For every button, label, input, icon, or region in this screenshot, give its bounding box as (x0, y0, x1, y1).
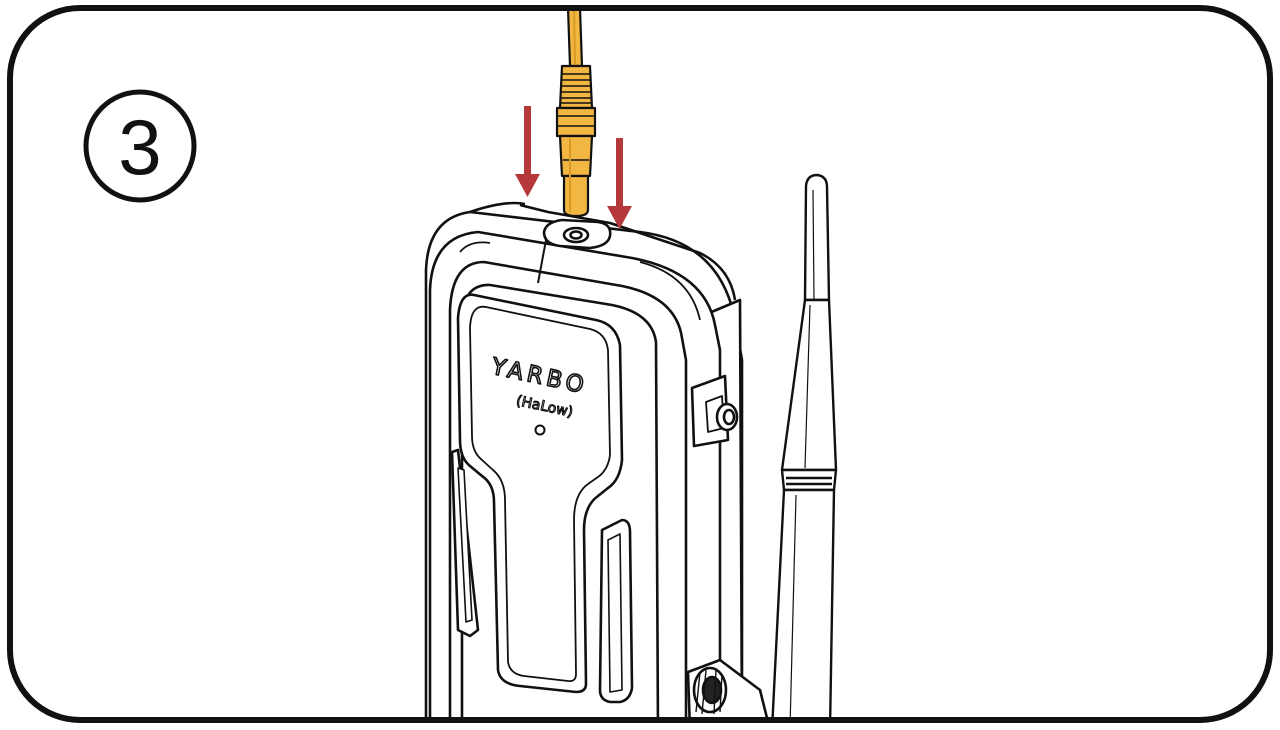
right-side-slot (598, 518, 634, 704)
cable-connector-tip (562, 174, 590, 218)
halow-device: YARBO (HaLow) (424, 201, 772, 720)
status-led (534, 424, 546, 436)
antenna (770, 173, 838, 720)
step-number-circle (83, 89, 197, 203)
cable-connector-collar (555, 106, 597, 138)
insert-arrows (515, 106, 632, 229)
down-arrow-left (515, 106, 540, 197)
panel-frame (7, 5, 1273, 723)
cable-connector-body (558, 134, 594, 178)
front-panel (456, 293, 624, 694)
antenna-base-connector (686, 658, 772, 720)
cable-strain-relief (558, 64, 594, 110)
step-number-label: 3 (118, 103, 161, 191)
down-arrow-right (607, 138, 632, 229)
top-port (542, 218, 612, 250)
step-number-badge: 3 (83, 89, 197, 203)
side-connector (690, 374, 739, 448)
cable (555, 8, 597, 218)
scene: YARBO (HaLow) (424, 8, 838, 720)
left-side-slot (450, 448, 480, 638)
